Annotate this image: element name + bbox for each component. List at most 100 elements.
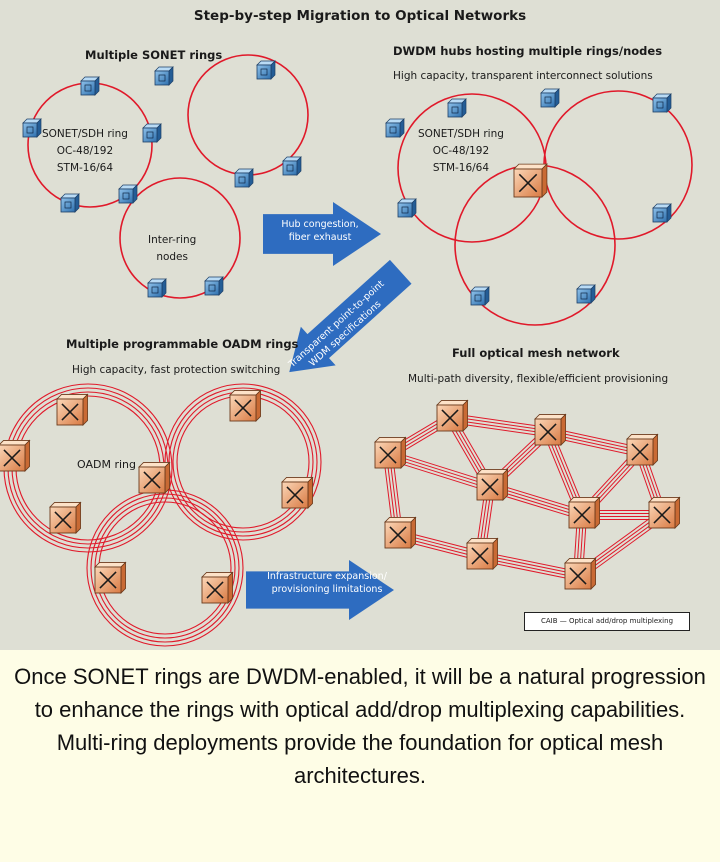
node-cross — [573, 506, 591, 524]
node-top — [229, 390, 262, 396]
node-top — [626, 434, 659, 440]
node-face — [397, 202, 413, 218]
node-side — [492, 537, 498, 570]
node-face — [154, 70, 170, 86]
node-side — [594, 496, 600, 529]
node-mark — [64, 201, 72, 209]
node-side — [541, 163, 548, 198]
node-mark — [580, 292, 588, 300]
node-face — [534, 418, 562, 446]
oadm-node-icon — [281, 476, 314, 509]
node-top — [49, 502, 82, 508]
node-mark — [656, 211, 664, 219]
node-side — [75, 501, 81, 534]
node-face — [447, 102, 463, 118]
node-mark — [260, 68, 268, 76]
node-face — [540, 92, 556, 108]
node-top — [374, 437, 407, 443]
sonet-node-icon — [204, 276, 224, 296]
sonet-node-icon — [154, 66, 174, 86]
node-cross — [471, 547, 489, 565]
node-side — [590, 557, 596, 590]
oadm-node-icon — [436, 399, 469, 432]
node-mark — [158, 74, 166, 82]
node-face — [256, 64, 272, 80]
node-side — [410, 516, 416, 549]
node-cross — [379, 446, 397, 464]
node-cross — [389, 526, 407, 544]
node-cross — [143, 471, 161, 489]
dwdm-ring-label: SONET/SDH ring OC-48/192 STM-16/64 — [418, 128, 504, 174]
node-cross — [518, 173, 538, 193]
diagram-title: Step-by-step Migration to Optical Networ… — [193, 8, 527, 24]
node-face — [652, 97, 668, 113]
sonet-rings-title: Multiple SONET rings — [85, 48, 223, 62]
oadm-node-icon — [626, 433, 659, 466]
node-face — [234, 172, 250, 188]
figure-credit: CAIB — Optical add/drop multiplexing — [524, 612, 690, 631]
node-cross — [539, 423, 557, 441]
oadm-node-icon — [564, 557, 597, 590]
node-top — [201, 572, 234, 578]
node-cross — [61, 403, 79, 421]
sonet-node-icon — [470, 286, 490, 306]
oadm-node-icon — [384, 516, 417, 549]
dwdm-hubs-title: DWDM hubs hosting multiple rings/nodes — [393, 44, 663, 58]
node-cross — [631, 443, 649, 461]
optical-mesh-subtitle: Multi-path diversity, flexible/efficient… — [408, 373, 669, 385]
sonet-node-icon — [652, 203, 672, 223]
inter-ring-nodes-label: Inter-ring nodes — [148, 234, 197, 263]
node-side — [652, 433, 658, 466]
dwdm-hubs-subtitle: High capacity, transparent interconnect … — [393, 70, 653, 82]
node-top — [94, 562, 127, 568]
node-face — [204, 280, 220, 296]
node-mark — [151, 286, 159, 294]
oadm-node-icon — [138, 461, 171, 494]
oadm-rings-subtitle: High capacity, fast protection switching — [72, 364, 281, 376]
node-face — [147, 282, 163, 298]
node-mark — [286, 164, 294, 172]
node-face — [142, 127, 158, 143]
node-side — [164, 461, 170, 494]
oadm-node-icon — [94, 561, 127, 594]
oadm-node-icon — [49, 501, 82, 534]
oadm-fiber — [90, 493, 240, 643]
node-mark — [474, 294, 482, 302]
oadm-node-icon — [229, 389, 262, 422]
sonet-node-icon — [397, 198, 417, 218]
node-cross — [54, 511, 72, 529]
caption-box: Once SONET rings are DWDM-enabled, it wi… — [0, 650, 720, 862]
node-top — [476, 469, 509, 475]
sonet-node-icon — [234, 168, 254, 188]
infrastructure-arrow — [246, 560, 394, 620]
oadm-node-icon — [56, 393, 89, 426]
oadm-ring-label: OADM ring — [77, 458, 136, 471]
node-face — [652, 207, 668, 223]
node-face — [22, 122, 38, 138]
sonet-node-icon — [540, 88, 560, 108]
mesh-fiber — [389, 450, 492, 484]
node-cross — [569, 567, 587, 585]
sonet-node-icon — [576, 284, 596, 304]
node-top — [436, 400, 469, 406]
node-side — [255, 389, 261, 422]
arrows-layer — [246, 202, 412, 620]
sonet-node-icon — [652, 93, 672, 113]
node-face — [80, 80, 96, 96]
sonet-node-icon — [118, 184, 138, 204]
transparent-point-arrow — [289, 259, 412, 373]
node-mark — [84, 84, 92, 92]
sonet-ring-label: SONET/SDH ring OC-48/192 STM-16/64 — [42, 128, 128, 174]
oadm-fiber — [168, 387, 318, 537]
oadm-node-icon — [374, 436, 407, 469]
oadm-node-icon — [513, 163, 548, 198]
node-top — [138, 462, 171, 468]
diagram-canvas — [0, 54, 693, 647]
migration-diagram: Step-by-step Migration to Optical Networ… — [0, 8, 693, 647]
caption-text: Once SONET rings are DWDM-enabled, it wi… — [14, 664, 706, 788]
node-top — [466, 538, 499, 544]
node-side — [560, 413, 566, 446]
oadm-rings-title: Multiple programmable OADM rings — [66, 337, 299, 351]
node-cross — [481, 478, 499, 496]
